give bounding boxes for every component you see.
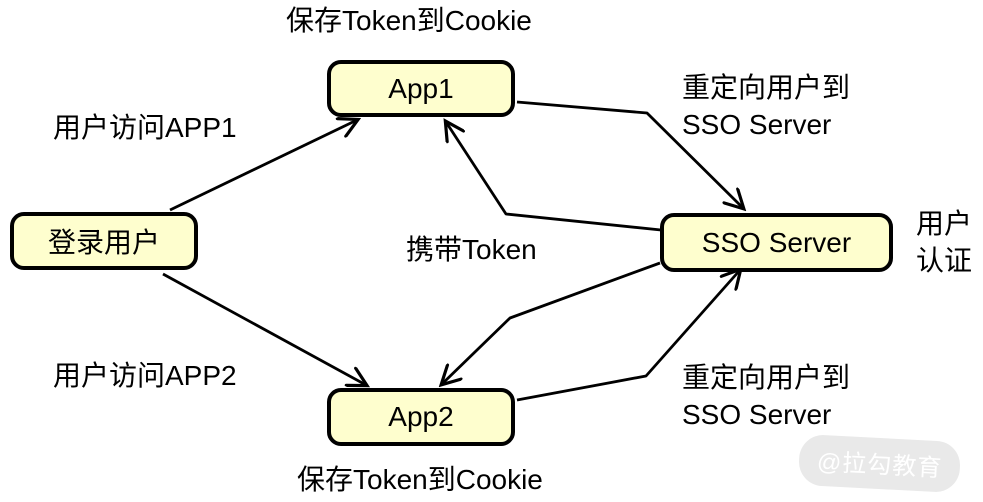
label-redirect-user-to-sso-bottom: 重定向用户到 SSO Server xyxy=(682,362,851,430)
label-redirect-user-to-sso-top: 重定向用户到 SSO Server xyxy=(682,72,851,140)
edge-sso-server-to-app2 xyxy=(442,261,661,384)
label-carry-token: 携带Token xyxy=(406,234,537,265)
label-user-visits-app2: 用户访问APP2 xyxy=(53,360,237,391)
node-app2: App2 xyxy=(327,388,515,446)
node-sso-server: SSO Server xyxy=(660,213,893,272)
watermark-badge: @拉勾教育 xyxy=(797,433,962,494)
edge-sso-server-to-app1 xyxy=(446,122,662,232)
node-app1: App1 xyxy=(327,60,515,117)
label-save-token-to-cookie-top: 保存Token到Cookie xyxy=(286,5,532,36)
node-login-user: 登录用户 xyxy=(10,212,198,270)
label-save-token-to-cookie-bottom: 保存Token到Cookie xyxy=(297,464,543,495)
label-user-authentication: 用户 认证 xyxy=(916,208,973,276)
label-user-visits-app1: 用户访问APP1 xyxy=(53,112,237,143)
